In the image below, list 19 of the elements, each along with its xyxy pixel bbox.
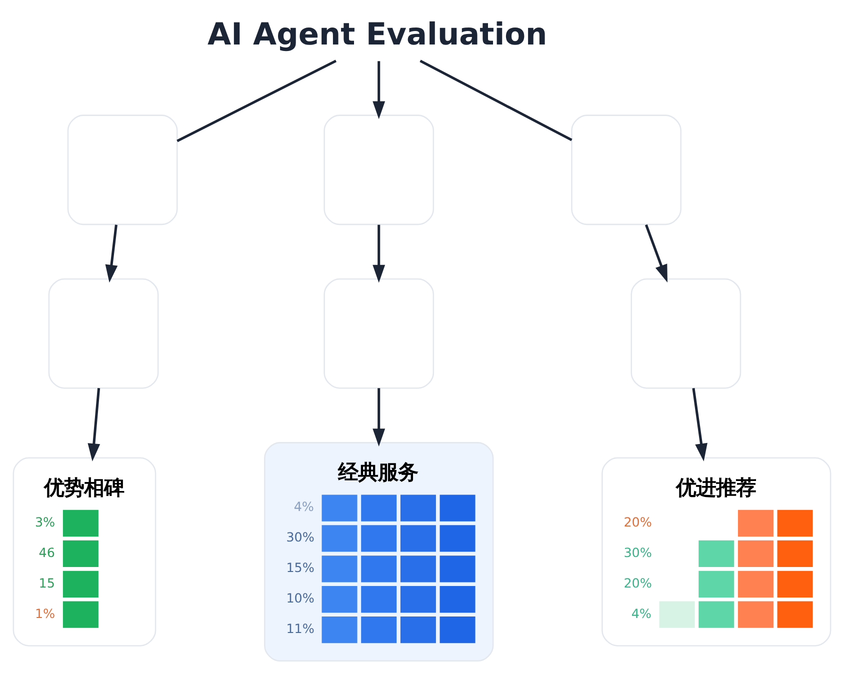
arrow bbox=[644, 224, 668, 282]
node-box: 优进推荐 20% 30% 20% 4% bbox=[602, 456, 832, 646]
connector bbox=[176, 59, 337, 142]
node-text: AI Agent Evaluation bbox=[208, 17, 548, 52]
arrow bbox=[88, 388, 100, 461]
arrow bbox=[372, 388, 386, 446]
node-box bbox=[571, 114, 682, 225]
node-box: 优势相碑 3% 46 15 1% bbox=[12, 456, 156, 646]
arrow bbox=[372, 60, 386, 119]
node-box bbox=[67, 114, 178, 225]
node-box bbox=[324, 114, 434, 225]
arrow bbox=[372, 224, 386, 282]
node-box bbox=[324, 278, 434, 388]
arrow bbox=[692, 387, 708, 461]
arrow bbox=[105, 224, 118, 282]
node-box bbox=[630, 278, 742, 388]
node-box: 经典服务 4% 30% 15% 10% 11% bbox=[264, 442, 494, 662]
node-box bbox=[48, 278, 159, 388]
connector bbox=[420, 59, 572, 141]
